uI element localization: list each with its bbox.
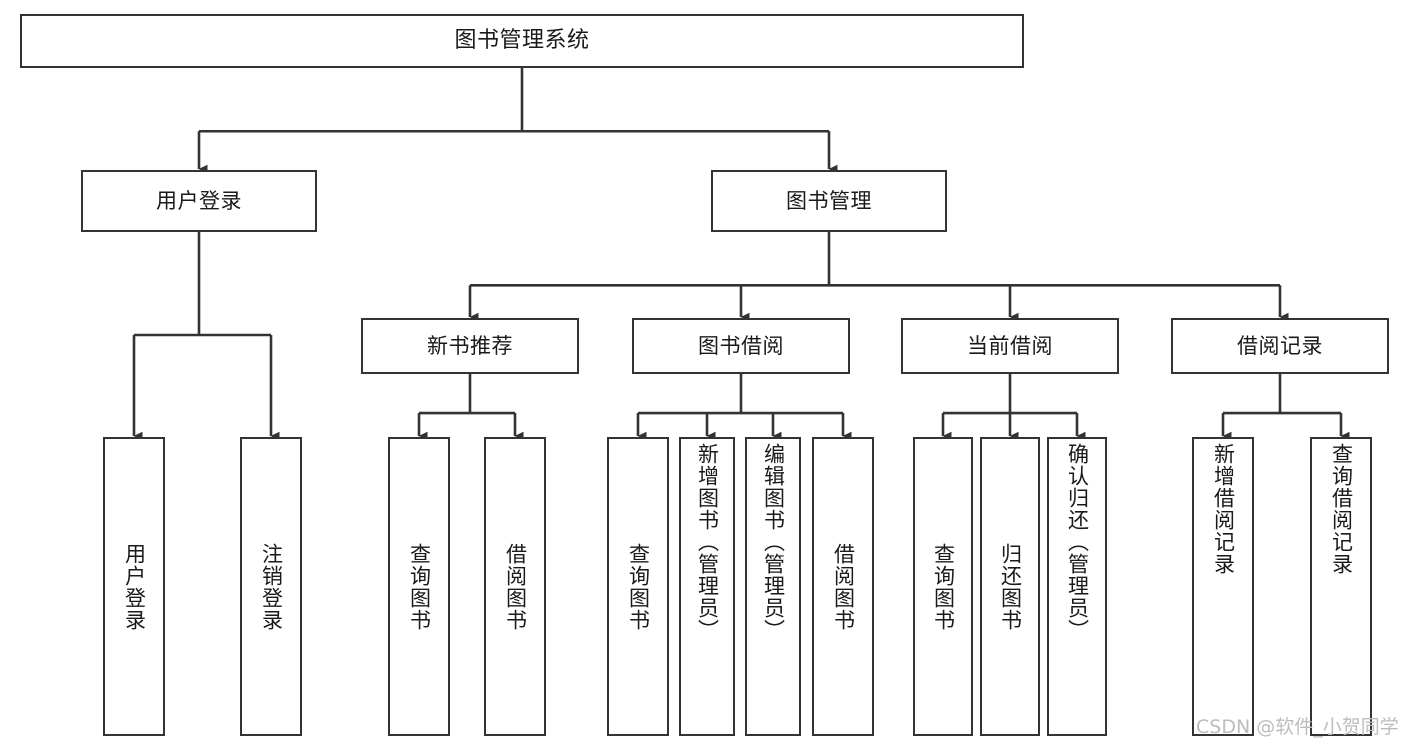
node-leaf-user-logout[interactable]: 注销登录 [240,437,302,736]
node-label: 归还图书 [998,542,1023,631]
node-label: 当前借阅 [967,333,1053,358]
node-label: 新增图书（管理员） [695,443,720,641]
node-label: 注销登录 [259,542,284,631]
node-label: 图书借阅 [698,333,784,358]
node-label: 图书管理系统 [454,28,590,54]
node-label: 查询图书 [931,542,956,631]
node-label: 用户登录 [122,542,147,631]
node-records[interactable]: 借阅记录 [1171,318,1389,374]
node-leaf-query-book-1[interactable]: 查询图书 [388,437,450,736]
node-label: 借阅图书 [503,542,528,631]
node-leaf-add-book[interactable]: 新增图书（管理员） [679,437,735,736]
node-login[interactable]: 用户登录 [81,170,317,232]
node-newbook[interactable]: 新书推荐 [361,318,579,374]
node-leaf-user-login[interactable]: 用户登录 [103,437,165,736]
node-leaf-query-book-2[interactable]: 查询图书 [607,437,669,736]
node-label: 查询图书 [407,542,432,631]
node-leaf-borrow-book-2[interactable]: 借阅图书 [812,437,874,736]
node-label: 图书管理 [786,188,872,213]
node-root[interactable]: 图书管理系统 [20,14,1024,68]
node-label: 借阅图书 [831,542,856,631]
node-current[interactable]: 当前借阅 [901,318,1119,374]
node-label: 查询图书 [626,542,651,631]
node-leaf-add-record[interactable]: 新增借阅记录 [1192,437,1254,736]
node-label: 借阅记录 [1237,333,1323,358]
node-leaf-query-book-3[interactable]: 查询图书 [913,437,973,736]
node-label: 用户登录 [156,188,242,213]
node-label: 新书推荐 [427,333,513,358]
node-label: 查询借阅记录 [1329,443,1354,575]
node-leaf-edit-book[interactable]: 编辑图书（管理员） [745,437,801,736]
node-label: 确认归还（管理员） [1065,443,1090,641]
node-leaf-return-book[interactable]: 归还图书 [980,437,1040,736]
csdn-watermark: CSDN @软件_小贺同学 [1196,716,1399,738]
node-label: 新增借阅记录 [1211,443,1236,575]
node-leaf-confirm-return[interactable]: 确认归还（管理员） [1047,437,1107,736]
node-borrow[interactable]: 图书借阅 [632,318,850,374]
node-leaf-borrow-book-1[interactable]: 借阅图书 [484,437,546,736]
node-bookmgmt[interactable]: 图书管理 [711,170,947,232]
node-label: 编辑图书（管理员） [761,443,786,641]
node-leaf-query-record[interactable]: 查询借阅记录 [1310,437,1372,736]
